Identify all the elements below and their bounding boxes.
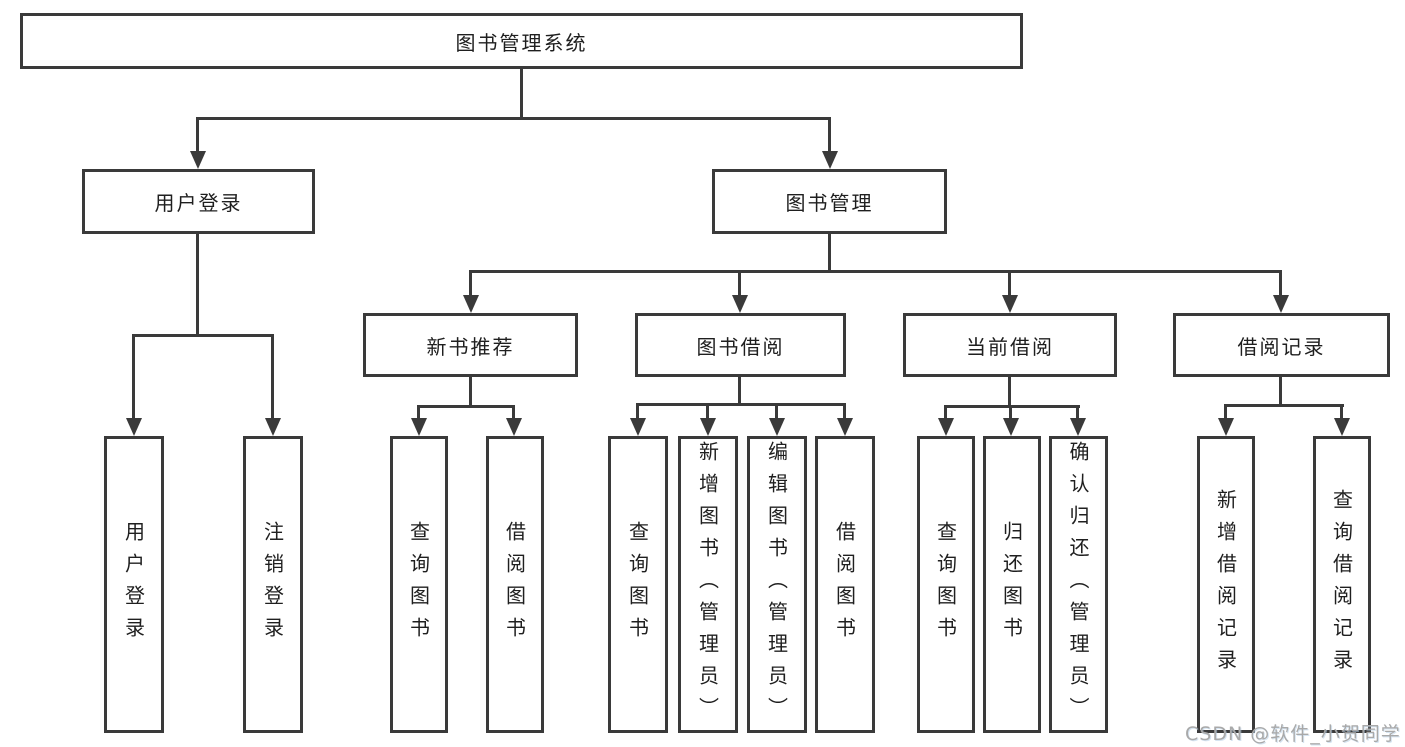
node-book-borrow-label: 图书借阅 <box>696 334 785 359</box>
arrow-down-icon <box>732 295 748 313</box>
connector-line <box>706 405 709 418</box>
arrow-down-icon <box>126 418 142 436</box>
leaf-edit-book-admin-label: 编辑图书（管理员） <box>764 440 789 729</box>
connector-line <box>636 405 639 418</box>
connector-line <box>828 234 831 272</box>
arrow-down-icon <box>938 418 954 436</box>
node-book-borrow: 图书借阅 <box>635 313 846 377</box>
arrow-down-icon <box>506 418 522 436</box>
leaf-add-book-admin-label: 新增图书（管理员） <box>695 440 720 729</box>
arrow-down-icon <box>822 151 838 169</box>
leaf-borrow-query-book: 查询图书 <box>608 436 668 733</box>
leaf-borrow-book-label: 借阅图书 <box>832 520 857 649</box>
connector-line <box>828 119 831 152</box>
connector-line <box>843 405 846 418</box>
node-user-login-label: 用户登录 <box>154 191 243 215</box>
connector-line <box>1224 404 1344 407</box>
connector-line <box>1279 377 1282 406</box>
connector-line <box>417 407 420 418</box>
node-borrow-record: 借阅记录 <box>1173 313 1390 377</box>
connector-line <box>1008 272 1011 295</box>
arrow-down-icon <box>463 295 479 313</box>
arrow-down-icon <box>837 418 853 436</box>
node-root: 图书管理系统 <box>20 13 1023 69</box>
node-root-label: 图书管理系统 <box>455 30 588 55</box>
connector-line <box>738 377 741 405</box>
arrow-down-icon <box>769 418 785 436</box>
connector-line <box>469 270 1282 273</box>
leaf-add-book-admin: 新增图书（管理员） <box>678 436 738 733</box>
connector-line <box>469 272 472 295</box>
leaf-add-borrow-record-label: 新增借阅记录 <box>1213 488 1238 681</box>
leaf-user-login: 用户登录 <box>104 436 164 733</box>
connector-line <box>417 405 515 408</box>
leaf-current-query-book: 查询图书 <box>917 436 975 733</box>
node-user-login: 用户登录 <box>82 169 315 234</box>
leaf-logout-label: 注销登录 <box>260 520 285 649</box>
leaf-recommend-borrow-book-label: 借阅图书 <box>502 520 527 649</box>
connector-line <box>1076 407 1079 418</box>
leaf-query-borrow-record: 查询借阅记录 <box>1313 436 1371 733</box>
leaf-recommend-query-book-label: 查询图书 <box>406 520 431 649</box>
node-current-borrow: 当前借阅 <box>903 313 1117 377</box>
connector-line <box>520 68 523 118</box>
arrow-down-icon <box>630 418 646 436</box>
connector-line <box>1009 407 1012 418</box>
leaf-borrow-book: 借阅图书 <box>815 436 875 733</box>
leaf-return-book-label: 归还图书 <box>999 520 1024 649</box>
node-new-book-recommend-label: 新书推荐 <box>426 334 515 359</box>
connector-line <box>944 407 947 418</box>
node-book-management: 图书管理 <box>712 169 947 234</box>
leaf-query-borrow-record-label: 查询借阅记录 <box>1329 488 1354 681</box>
arrow-down-icon <box>1334 418 1350 436</box>
leaf-current-query-book-label: 查询图书 <box>933 520 958 649</box>
arrow-down-icon <box>265 418 281 436</box>
connector-line <box>132 336 135 418</box>
connector-line <box>738 272 741 295</box>
leaf-add-borrow-record: 新增借阅记录 <box>1197 436 1255 733</box>
connector-line <box>512 407 515 418</box>
connector-line <box>271 336 274 418</box>
arrow-down-icon <box>411 418 427 436</box>
leaf-borrow-query-book-label: 查询图书 <box>625 520 650 649</box>
arrow-down-icon <box>1002 295 1018 313</box>
leaf-return-book: 归还图书 <box>983 436 1041 733</box>
leaf-recommend-borrow-book: 借阅图书 <box>486 436 544 733</box>
arrow-down-icon <box>1273 295 1289 313</box>
connector-line <box>196 234 199 336</box>
arrow-down-icon <box>1218 418 1234 436</box>
arrow-down-icon <box>1070 418 1086 436</box>
leaf-edit-book-admin: 编辑图书（管理员） <box>747 436 807 733</box>
node-book-management-label: 图书管理 <box>785 191 874 215</box>
leaf-recommend-query-book: 查询图书 <box>390 436 448 733</box>
csdn-watermark: CSDN @软件_小贺同学 <box>1185 723 1401 745</box>
connector-line <box>132 334 274 337</box>
connector-line <box>775 405 778 418</box>
connector-line <box>636 403 846 406</box>
node-borrow-record-label: 借阅记录 <box>1237 334 1326 359</box>
connector-line <box>469 377 472 407</box>
connector-line <box>196 119 199 152</box>
leaf-confirm-return-admin-label: 确认归还（管理员） <box>1066 440 1090 729</box>
leaf-confirm-return-admin: 确认归还（管理员） <box>1049 436 1108 733</box>
connector-line <box>1279 272 1282 295</box>
arrow-down-icon <box>700 418 716 436</box>
connector-line <box>944 405 1080 408</box>
leaf-logout: 注销登录 <box>243 436 303 733</box>
connector-line <box>1340 406 1343 418</box>
node-current-borrow-label: 当前借阅 <box>966 334 1054 359</box>
arrow-down-icon <box>1003 418 1019 436</box>
connector-line <box>196 117 831 120</box>
node-new-book-recommend: 新书推荐 <box>363 313 578 377</box>
connector-line <box>1224 406 1227 418</box>
arrow-down-icon <box>190 151 206 169</box>
leaf-user-login-label: 用户登录 <box>121 520 146 649</box>
connector-line <box>1008 377 1011 407</box>
